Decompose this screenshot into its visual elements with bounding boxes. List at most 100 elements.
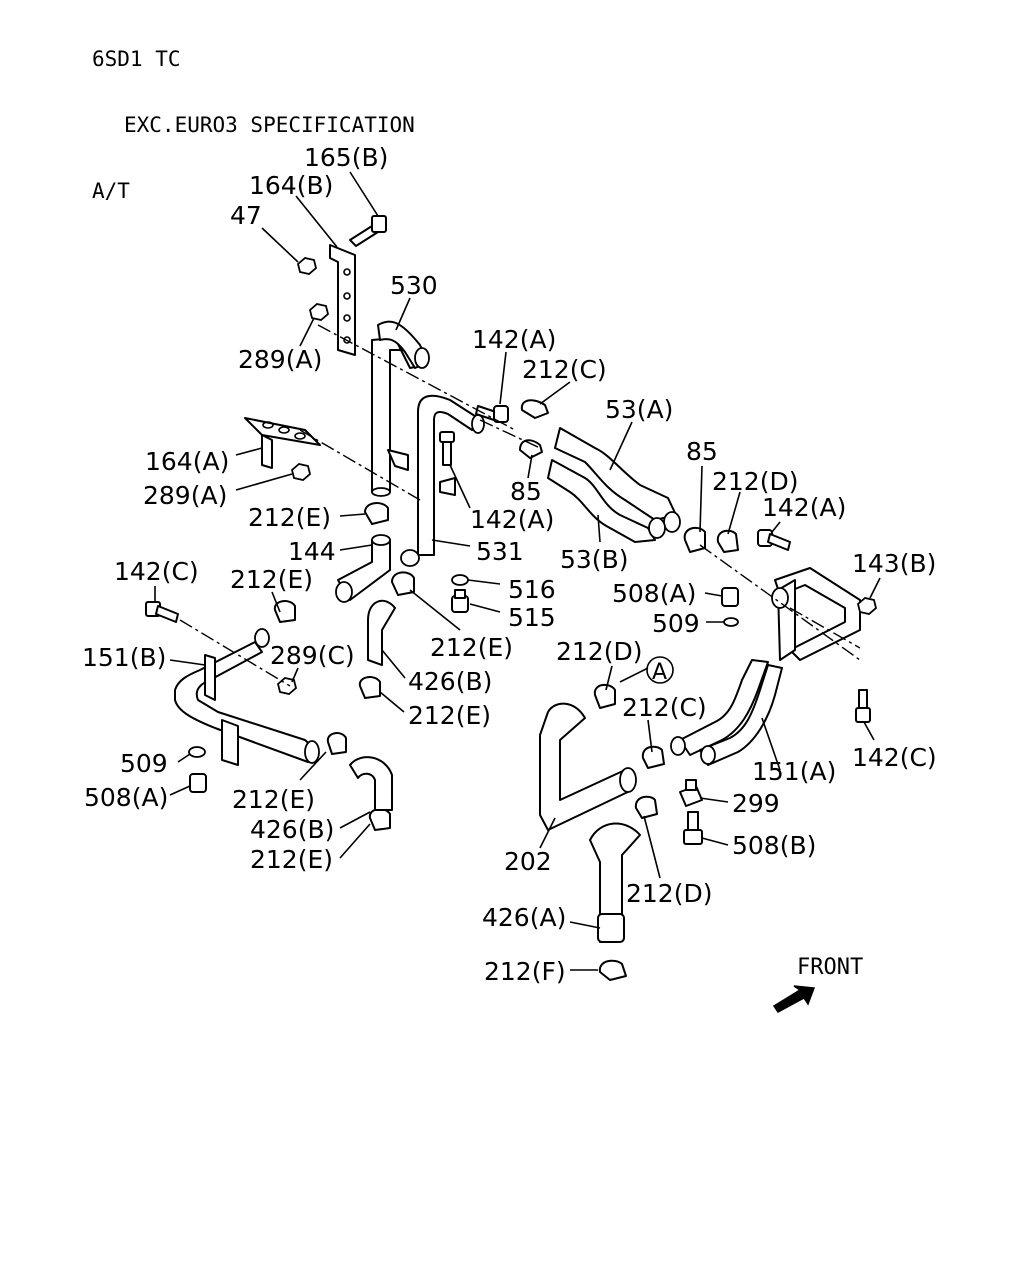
part-drawings	[145, 215, 878, 981]
bolt-165b	[349, 215, 387, 247]
clamp-85-right	[683, 526, 706, 553]
leader-lines	[154, 171, 881, 971]
callout-labels: 165(B) 164(B) 47 530 289(A) 142(A) 212(C…	[82, 143, 937, 1013]
front-arrow-icon	[772, 985, 816, 1013]
fitting-508b	[683, 811, 703, 845]
clamp-212c-upper	[520, 399, 549, 419]
hose-426b-lower	[349, 756, 393, 811]
callout-212e-bottom: 212(E)	[250, 845, 333, 874]
callout-202: 202	[504, 847, 552, 876]
fitting-299	[679, 779, 703, 807]
callout-47: 47	[230, 201, 262, 230]
callout-212f: 212(F)	[484, 957, 566, 986]
callout-515: 515	[508, 603, 556, 632]
clamp-212d-left	[593, 683, 616, 709]
callout-142c-left: 142(C)	[114, 557, 199, 586]
callout-509-left: 509	[120, 749, 168, 778]
callout-144: 144	[288, 537, 336, 566]
diagram-header: 6SD1 TC EXC.EURO3 SPECIFICATION A/T	[92, 4, 415, 224]
callout-142a-right: 142(A)	[762, 493, 846, 522]
bracket-164a	[244, 417, 321, 469]
hose-53	[547, 427, 681, 543]
callout-531: 531	[476, 537, 524, 566]
transmission-note: A/T	[92, 179, 130, 203]
callout-212d-left: 212(D)	[556, 637, 642, 666]
clamp-212d-lower	[634, 795, 658, 819]
clamp-212e-bottom	[368, 808, 391, 831]
nut-289a-lower	[290, 463, 312, 481]
nut-143b	[856, 597, 878, 615]
spec-note: EXC.EURO3 SPECIFICATION	[124, 113, 415, 137]
plug-508a-right	[721, 587, 739, 607]
callout-426b-upper: 426(B)	[408, 667, 492, 696]
nut-47	[296, 257, 318, 275]
nut-289a-upper	[308, 303, 330, 321]
callout-508a-right: 508(A)	[612, 579, 696, 608]
center-lines	[179, 324, 861, 687]
callout-53b: 53(B)	[560, 545, 628, 574]
clamp-212e-426b	[358, 676, 381, 699]
clamp-212e-top	[364, 502, 389, 525]
callout-165b: 165(B)	[304, 143, 388, 172]
callout-289a-lower: 289(A)	[143, 481, 227, 510]
callout-212c-lower: 212(C)	[622, 693, 707, 722]
clamp-212e-mid	[391, 571, 415, 596]
front-label: FRONT	[797, 955, 863, 980]
callout-143b: 143(B)	[852, 549, 936, 578]
callout-212e-426b: 212(E)	[408, 701, 491, 730]
callout-85-mid: 85	[510, 477, 542, 506]
callout-516: 516	[508, 575, 556, 604]
clamp-212e-left	[273, 600, 296, 623]
callout-212e-lower: 212(E)	[232, 785, 315, 814]
bolt-142a-right	[757, 529, 791, 551]
bolt-142a-mid	[439, 431, 455, 466]
callout-508a-left: 508(A)	[84, 783, 168, 812]
callout-426b-lower: 426(B)	[250, 815, 334, 844]
callout-164b: 164(B)	[249, 171, 333, 200]
pipe-151a	[670, 567, 861, 766]
callout-142a-mid: 142(A)	[470, 505, 554, 534]
hose-426a	[589, 822, 641, 943]
callout-151a: 151(A)	[752, 757, 836, 786]
bracket-164b	[329, 244, 356, 356]
engine-model: 6SD1 TC	[92, 47, 181, 71]
callout-289a-upper: 289(A)	[238, 345, 322, 374]
washer-509-right	[723, 617, 739, 627]
callout-212e-top: 212(E)	[248, 503, 331, 532]
hose-202	[539, 702, 637, 831]
clamp-212f	[598, 959, 627, 981]
callout-426a: 426(A)	[482, 903, 566, 932]
callout-299: 299	[732, 789, 780, 818]
callout-142a-upper: 142(A)	[472, 325, 556, 354]
bolt-142c-left	[145, 601, 179, 623]
reference-marker-a: A	[646, 656, 674, 685]
washer-516	[451, 574, 469, 586]
plug-508a-left	[189, 773, 207, 793]
callout-212c-upper: 212(C)	[522, 355, 607, 384]
washer-509-left	[188, 746, 206, 758]
clamp-212c-lower	[641, 745, 665, 769]
pipe-530	[371, 320, 430, 497]
reference-marker-letter: A	[652, 660, 667, 685]
callout-508b: 508(B)	[732, 831, 816, 860]
callout-142c-right: 142(C)	[852, 743, 937, 772]
callout-212d-right: 212(D)	[712, 467, 798, 496]
callout-212e-left: 212(E)	[230, 565, 313, 594]
callout-85-right: 85	[686, 437, 718, 466]
callout-151b: 151(B)	[82, 643, 166, 672]
pipe-151b	[174, 628, 320, 766]
callout-530: 530	[390, 271, 438, 300]
bolt-142c-right	[855, 689, 871, 723]
callout-212d-lower: 212(D)	[626, 879, 712, 908]
callout-164a: 164(A)	[145, 447, 229, 476]
pipe-531	[400, 394, 485, 567]
callout-289c: 289(C)	[270, 641, 355, 670]
callout-53a: 53(A)	[605, 395, 673, 424]
hose-426b-upper	[367, 599, 396, 666]
clamp-85-upper	[519, 439, 543, 459]
plug-515	[451, 589, 469, 613]
clamp-212e-lower	[326, 732, 347, 755]
callout-509-right: 509	[652, 609, 700, 638]
callout-212e-mid: 212(E)	[430, 633, 513, 662]
